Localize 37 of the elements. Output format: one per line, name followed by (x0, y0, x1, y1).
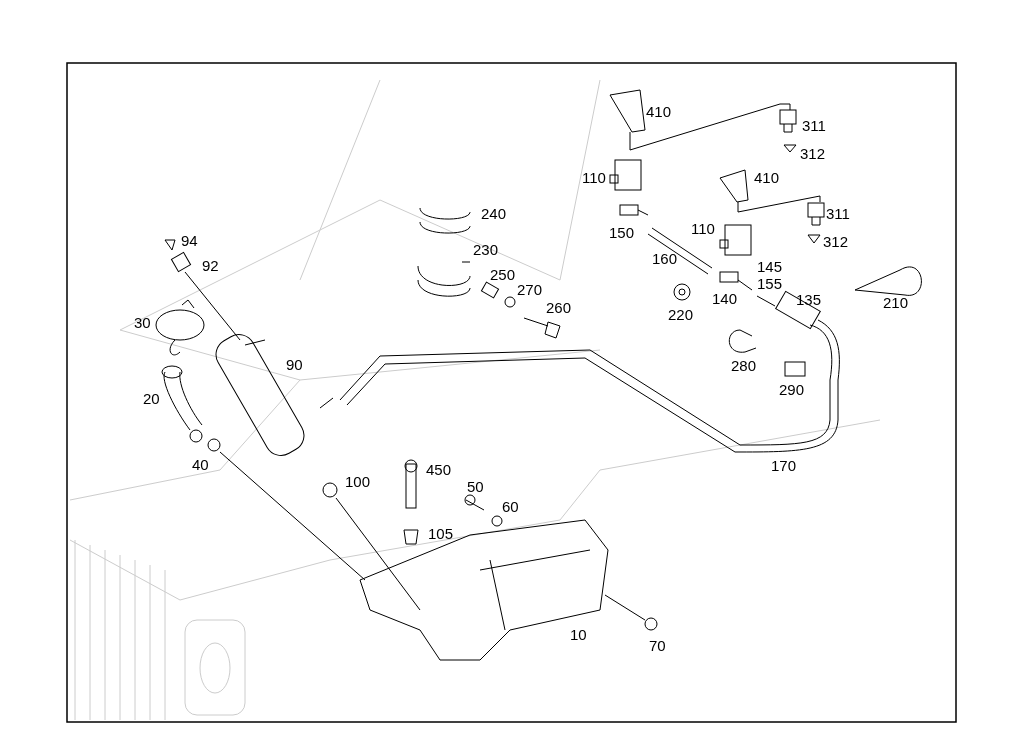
callout-number: 100 (345, 474, 371, 490)
callout-number: 250 (490, 267, 516, 283)
callout-number: 312 (823, 234, 849, 250)
callout-number: 50 (467, 479, 484, 495)
callout-number: 210 (883, 295, 909, 311)
callout-number: 92 (202, 258, 219, 274)
callout-number: 260 (546, 300, 572, 316)
callout-number: 311 (826, 206, 850, 222)
callout-number: 10 (570, 627, 587, 643)
callout-number: 40 (192, 457, 209, 473)
callout-number: 230 (473, 242, 499, 258)
callout-number: 311 (802, 118, 826, 134)
callout-number: 410 (646, 104, 672, 120)
callout-number: 20 (143, 391, 160, 407)
callout-number: 70 (649, 638, 666, 654)
callout-number: 110 (691, 221, 715, 237)
callout-number: 450 (426, 462, 452, 478)
callout-number: 170 (771, 458, 797, 474)
callout-number: 60 (502, 499, 519, 515)
callout-number: 270 (517, 282, 543, 298)
callout-number: 105 (428, 526, 454, 542)
callout-number: 290 (779, 382, 805, 398)
callout-number: 150 (609, 225, 635, 241)
callout-number: 90 (286, 357, 303, 373)
callout-number: 240 (481, 206, 507, 222)
callout-number: 410 (754, 170, 780, 186)
callout-number: 135 (796, 292, 822, 308)
callout-number: 280 (731, 358, 757, 374)
callout-number: 145 (757, 259, 783, 275)
callout-number: 140 (712, 291, 738, 307)
callout-number: 220 (668, 307, 694, 323)
callout-number: 155 (757, 276, 783, 292)
callout-number: 94 (181, 233, 198, 249)
callout-number: 160 (652, 251, 678, 267)
callout-number: 30 (134, 315, 151, 331)
callout-number: 312 (800, 146, 826, 162)
callout-number: 110 (582, 170, 606, 186)
